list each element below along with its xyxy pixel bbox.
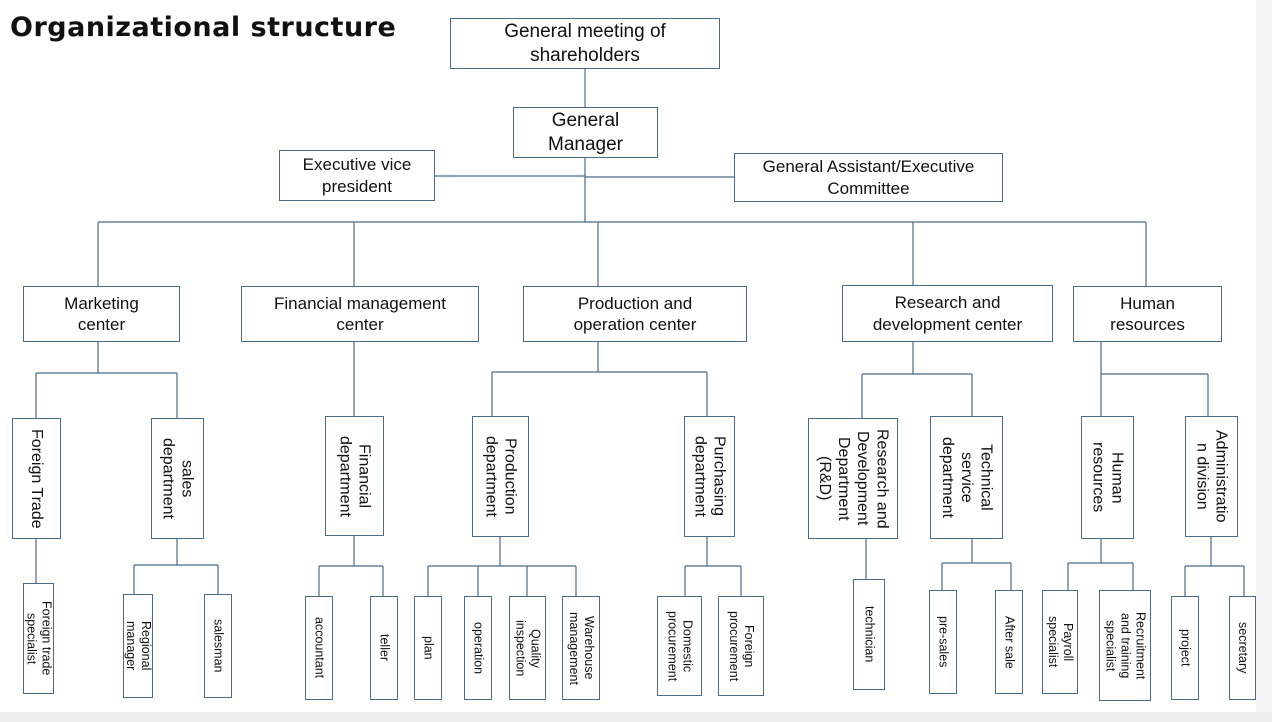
position-label: Foreign trade specialist <box>24 601 54 676</box>
dept-label: Human resources <box>1089 442 1126 513</box>
node-shareholders: General meeting of shareholders <box>450 18 720 69</box>
position-salesman: salesman <box>204 594 232 698</box>
dept-label: Foreign Trade <box>28 428 46 529</box>
position-quality-inspection: Quality inspection <box>509 596 546 700</box>
center-production-operation: Production and operation center <box>523 286 747 342</box>
position-label: Foreign procurement <box>727 610 756 682</box>
position-label: Warehouse management <box>567 611 596 685</box>
position-payroll-specialist: Payroll specialist <box>1042 590 1078 694</box>
position-label: technician <box>862 606 877 663</box>
position-project: project <box>1171 596 1199 700</box>
node-general-assistant: General Assistant/Executive Committee <box>734 153 1003 202</box>
page-title: Organizational structure <box>10 12 397 43</box>
center-label: Marketing center <box>64 293 139 334</box>
position-label: Quality inspection <box>513 619 543 677</box>
position-warehouse-management: Warehouse management <box>562 596 600 700</box>
center-financial-management: Financial management center <box>241 286 479 342</box>
node-label: General meeting of shareholders <box>504 20 666 66</box>
position-label: Payroll specialist <box>1046 616 1075 668</box>
position-foreign-trade-specialist: Foreign trade specialist <box>23 583 54 694</box>
dept-financial: Financial department <box>325 416 384 536</box>
dept-label: sales department <box>159 438 196 519</box>
center-label: Human resources <box>1110 293 1185 334</box>
position-label: pre-sales <box>936 616 951 668</box>
position-label: project <box>1178 629 1193 667</box>
position-label: secretary <box>1236 622 1250 674</box>
dept-human-resources: Human resources <box>1081 416 1134 539</box>
position-label: teller <box>377 634 392 662</box>
position-label: Recruitment and training specialist <box>1103 611 1148 680</box>
position-label: Regional manager <box>124 621 153 671</box>
node-executive-vp: Executive vice president <box>279 150 435 201</box>
position-pre-sales: pre-sales <box>929 590 957 694</box>
center-label: Research and development center <box>872 293 1023 334</box>
dept-label: Production department <box>482 436 519 517</box>
dept-research-development: Research and Development Department (R&D… <box>808 418 898 539</box>
dept-technical-service: Technical service department <box>930 416 1003 539</box>
dept-label: Research and Development Department (R&D… <box>815 428 891 529</box>
node-label: Executive vice president <box>302 155 412 196</box>
node-general-manager: General Manager <box>513 107 658 158</box>
position-recruitment-training-specialist: Recruitment and training specialist <box>1099 590 1151 701</box>
center-human-resources: Human resources <box>1073 286 1222 342</box>
node-label: General Assistant/Executive Committee <box>762 157 975 198</box>
position-after-sale: After sale <box>995 590 1023 694</box>
center-label: Production and operation center <box>573 293 697 334</box>
position-secretary: secretary <box>1229 596 1256 700</box>
dept-production: Production department <box>472 416 529 537</box>
position-label: salesman <box>211 619 226 673</box>
position-label: operation <box>471 621 486 675</box>
dept-label: Technical service department <box>938 437 995 518</box>
center-marketing: Marketing center <box>23 286 180 342</box>
position-label: Domestic procurement <box>665 610 695 682</box>
position-teller: teller <box>370 596 398 700</box>
node-label: General Manager <box>548 109 623 155</box>
position-domestic-procurement: Domestic procurement <box>657 596 702 696</box>
center-label: Financial management center <box>274 293 446 334</box>
position-regional-manager: Regional manager <box>123 594 153 698</box>
position-accountant: accountant <box>305 596 333 700</box>
vertical-scrollbar[interactable] <box>1256 0 1272 722</box>
position-plan: plan <box>414 596 442 700</box>
position-label: After sale <box>1002 615 1017 669</box>
center-research-development: Research and development center <box>842 285 1053 342</box>
position-label: plan <box>421 636 436 660</box>
dept-sales: sales department <box>151 418 204 539</box>
dept-purchasing: Purchasing department <box>684 416 735 537</box>
dept-administration: Administratio n division <box>1185 416 1238 537</box>
dept-label: Financial department <box>336 435 373 517</box>
position-operation: operation <box>464 596 492 700</box>
dept-label: Administratio n division <box>1193 430 1230 523</box>
position-technician: technician <box>853 579 885 690</box>
position-label: accountant <box>312 617 327 679</box>
horizontal-scrollbar[interactable] <box>0 712 1272 722</box>
dept-label: Purchasing department <box>691 436 728 517</box>
dept-foreign-trade: Foreign Trade <box>12 418 61 539</box>
position-foreign-procurement: Foreign procurement <box>718 596 764 696</box>
